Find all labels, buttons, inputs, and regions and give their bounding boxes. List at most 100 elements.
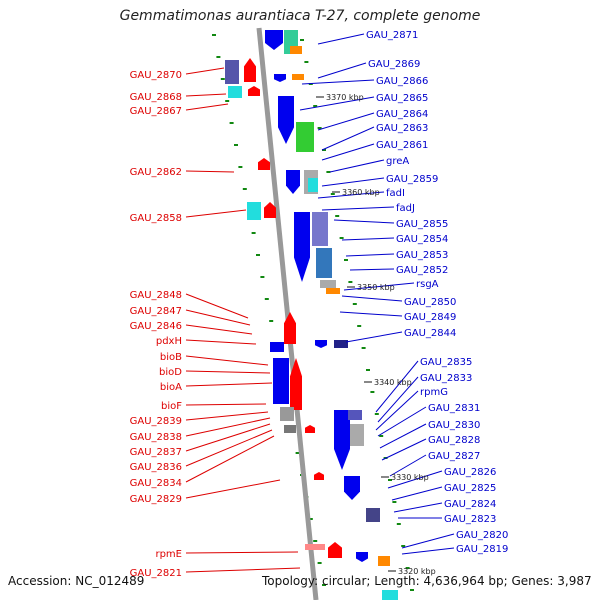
gene-arrow-forward <box>248 86 260 96</box>
gene-label-left: bioB <box>160 352 182 363</box>
gene-block <box>290 46 302 54</box>
gene-label-left: bioA <box>160 382 182 393</box>
gene-label-left: GAU_2858 <box>130 213 182 224</box>
gene-label-left: GAU_2834 <box>130 478 182 489</box>
genome-axis <box>256 27 319 600</box>
gene-label-right: GAU_2864 <box>376 109 428 120</box>
accession-text: Accession: NC_012489 <box>8 574 145 588</box>
gene-label-left: GAU_2837 <box>130 447 182 458</box>
leader-line <box>185 370 271 374</box>
gene-block <box>305 544 325 550</box>
gene-label-left: GAU_2836 <box>130 462 182 473</box>
leader-line <box>377 376 419 423</box>
leader-line <box>339 311 403 317</box>
gene-label-right: GAU_2825 <box>444 483 496 494</box>
gene-block <box>334 340 348 348</box>
leader-line <box>185 293 249 319</box>
gene-arrow-reverse <box>278 96 294 144</box>
gene-block <box>247 202 261 220</box>
leader-line <box>185 339 257 345</box>
gene-block <box>320 280 336 288</box>
genome-stats-text: Topology: circular; Length: 4,636,964 bp… <box>262 574 592 588</box>
gene-block <box>225 60 239 84</box>
gene-label-right: GAU_2828 <box>428 435 480 446</box>
gene-label-left: GAU_2862 <box>130 167 182 178</box>
gene-block <box>270 342 284 352</box>
gene-label-left: GAU_2838 <box>130 432 182 443</box>
gene-arrow-forward <box>258 158 270 170</box>
gene-block <box>316 248 332 278</box>
leader-line <box>381 438 427 461</box>
gene-label-right: GAU_2869 <box>368 59 420 70</box>
gene-block <box>366 508 380 522</box>
leader-line <box>393 502 443 513</box>
gene-label-left: rpmE <box>155 549 182 560</box>
gene-label-left: pdxH <box>156 336 182 347</box>
leader-line <box>401 547 455 555</box>
leader-line <box>185 170 235 173</box>
gene-label-left: GAU_2829 <box>130 494 182 505</box>
leader-line <box>301 79 375 85</box>
gene-block <box>280 407 294 421</box>
leader-line <box>317 112 375 131</box>
gene-arrow-reverse <box>356 552 368 562</box>
leader-line <box>185 423 271 452</box>
leader-line <box>185 567 301 573</box>
leader-line <box>185 403 267 406</box>
gene-label-right: GAU_2820 <box>456 530 508 541</box>
gene-label-left: bioD <box>159 367 182 378</box>
gene-label-left: GAU_2821 <box>130 568 182 579</box>
leader-line <box>185 355 269 366</box>
coord-label: 3360 kbp <box>342 188 380 197</box>
gene-label-right: GAU_2819 <box>456 544 508 555</box>
gene-label-right: fadJ <box>396 203 415 214</box>
gene-arrow-reverse <box>334 410 350 470</box>
gene-block <box>348 410 362 420</box>
leader-line <box>317 191 385 199</box>
gene-label-right: GAU_2855 <box>396 219 448 230</box>
leader-line <box>341 295 403 302</box>
leader-line <box>185 479 281 499</box>
map-title: Gemmatimonas aurantiaca T-27, complete g… <box>119 8 481 24</box>
gene-arrow-reverse <box>294 212 310 282</box>
gene-label-right: GAU_2849 <box>404 312 456 323</box>
leader-line <box>379 423 427 449</box>
gene-label-right: rpmG <box>420 387 448 398</box>
gene-label-left: GAU_2870 <box>130 70 182 81</box>
gene-arrow-forward <box>314 472 324 480</box>
gene-label-right: GAU_2859 <box>386 174 438 185</box>
leader-line <box>185 435 275 483</box>
gene-block <box>382 590 398 600</box>
gene-arrow-reverse <box>344 476 360 500</box>
coord-label: 3330 kbp <box>391 473 429 482</box>
gene-label-left: GAU_2868 <box>130 92 182 103</box>
gene-block <box>292 74 304 80</box>
gene-arrow-forward <box>290 358 302 410</box>
gene-block <box>296 122 314 152</box>
gene-label-right: GAU_2871 <box>366 30 418 41</box>
gene-label-left: GAU_2867 <box>130 106 182 117</box>
leader-line <box>349 268 395 271</box>
gene-arrow-forward <box>328 542 342 558</box>
leader-line <box>389 454 427 477</box>
gene-label-right: GAU_2824 <box>444 499 496 510</box>
leader-line <box>185 417 271 437</box>
gene-label-right: GAU_2823 <box>444 514 496 525</box>
gene-label-right: GAU_2865 <box>376 93 428 104</box>
leader-line <box>317 62 367 79</box>
gene-label-left: GAU_2839 <box>130 416 182 427</box>
gene-arrow-forward <box>244 58 256 82</box>
leader-line <box>185 324 253 335</box>
gene-label-right: GAU_2852 <box>396 265 448 276</box>
coord-label: 3320 kbp <box>398 567 436 576</box>
gene-label-right: GAU_2827 <box>428 451 480 462</box>
leader-line <box>321 126 375 151</box>
gene-label-right: greA <box>386 156 409 167</box>
gene-block <box>228 86 242 98</box>
leader-line <box>345 331 403 343</box>
leader-line <box>321 143 375 161</box>
gene-label-left: bioF <box>161 401 182 412</box>
gene-label-right: GAU_2826 <box>444 467 496 478</box>
leader-line <box>185 551 299 554</box>
